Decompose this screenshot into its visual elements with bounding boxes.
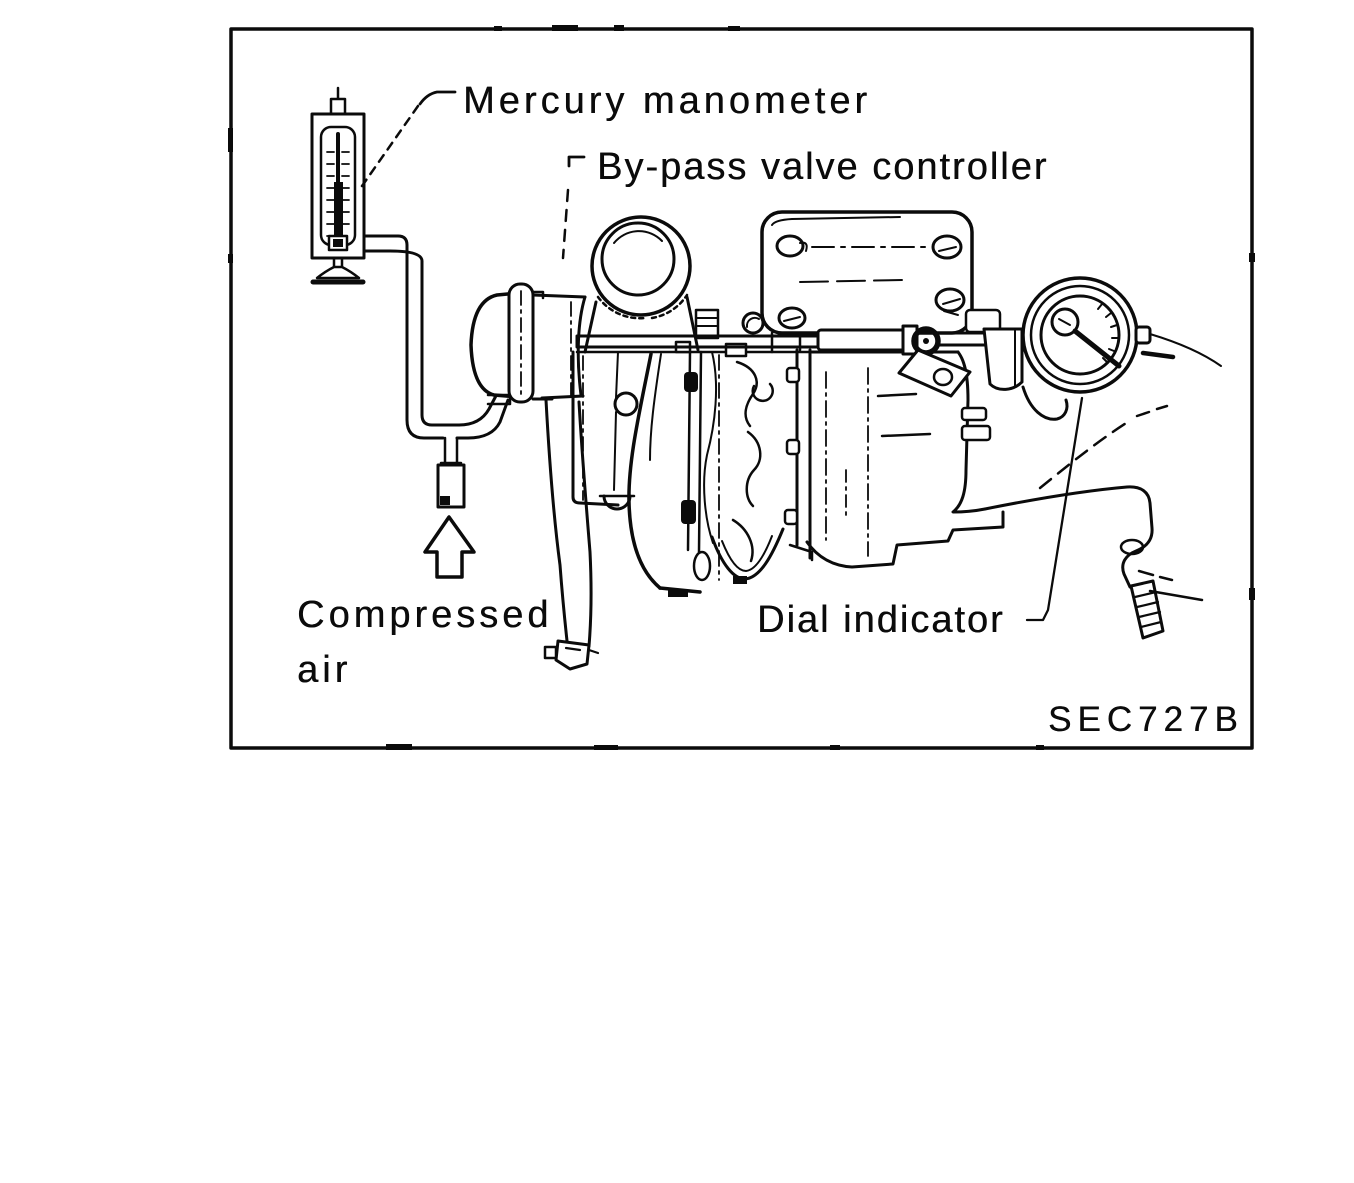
figure-section-code: SEC727B	[1048, 700, 1244, 739]
turbine-scroll	[627, 350, 712, 597]
figure-border	[228, 25, 1255, 750]
turbo-inlet	[583, 215, 700, 354]
label-dial-indicator: Dial indicator	[757, 599, 1005, 641]
actuator-body	[805, 350, 1005, 569]
dial-indicator-holder	[982, 327, 1069, 421]
bolt-hole	[777, 306, 807, 330]
manometer-scale-ticks	[326, 151, 350, 237]
turbine-flange-plate	[783, 348, 814, 562]
mercury-column	[334, 182, 343, 240]
label-bypass-valve-controller: By-pass valve controller	[597, 146, 1049, 188]
rod-sleeve	[816, 328, 908, 352]
engine-background	[983, 333, 1222, 640]
manometer-pipe	[362, 234, 510, 509]
bolt-hole	[934, 287, 966, 313]
revolution-counter	[1050, 307, 1080, 337]
gauge-ticks	[1097, 303, 1119, 363]
hose-end-fitting	[554, 639, 591, 671]
compressor-inlet-drum	[469, 282, 587, 406]
mercury-manometer-leader	[360, 90, 457, 188]
compressor-cover	[571, 350, 639, 511]
mercury-manometer	[310, 86, 366, 285]
dial-indicator-leader	[1025, 396, 1084, 622]
bypass-controller-leader	[561, 155, 586, 260]
manometer-base	[315, 265, 361, 280]
scan-marks	[228, 25, 1255, 750]
gauge-stem-knob	[1134, 325, 1152, 345]
oil-drain-hose	[540, 394, 600, 671]
label-compressed-air: Compressed air	[297, 594, 553, 691]
threaded-stud	[1129, 579, 1165, 640]
bypass-controller-plate	[760, 210, 1002, 354]
dial-indicator-gauge	[1021, 276, 1152, 394]
label-mercury-manometer: Mercury manometer	[463, 80, 871, 122]
bolt-hole	[775, 234, 805, 258]
gauge-needle	[1072, 328, 1122, 369]
compressed-air-arrow-icon	[423, 515, 476, 579]
bolt-hole	[931, 234, 963, 260]
